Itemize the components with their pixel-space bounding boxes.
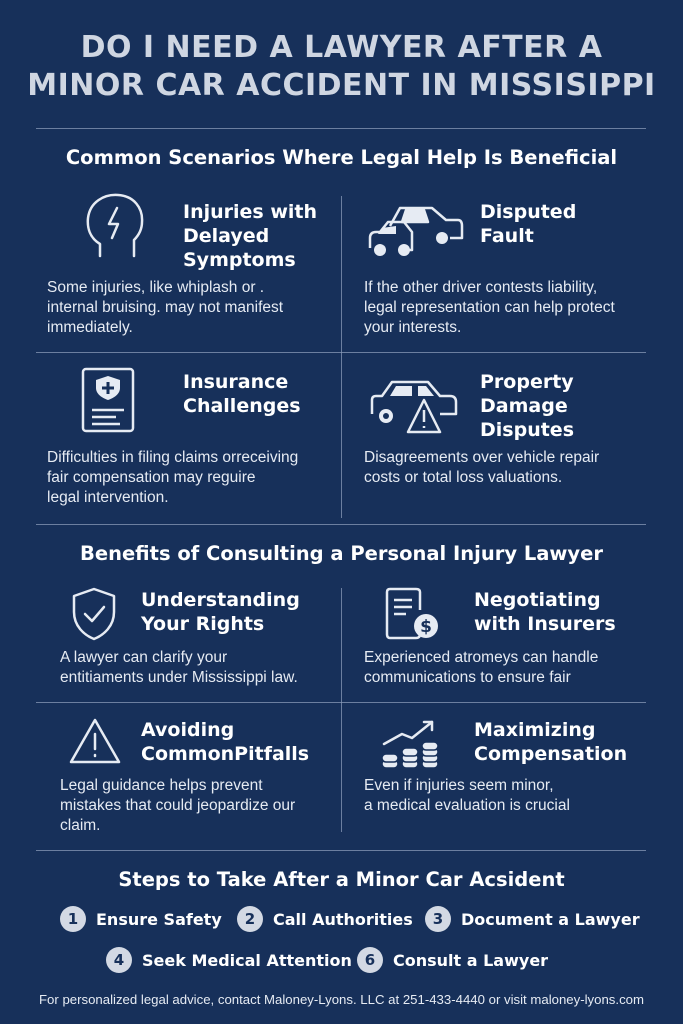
title-divider bbox=[36, 128, 646, 129]
benefits-heading: Benefits of Consulting a Personal Injury… bbox=[79, 542, 603, 565]
step-document: 3 Document a Lawyer bbox=[425, 906, 640, 932]
benefits-row-divider bbox=[36, 702, 646, 703]
step-consult-lawyer: 6 Consult a Lawyer bbox=[357, 947, 548, 973]
card-title-maximizing: Maximizing Compensation bbox=[474, 719, 628, 765]
step-number: 2 bbox=[237, 906, 263, 932]
step-label: Call Authorities bbox=[273, 909, 413, 929]
card-desc-negotiating: Experienced atromeys can handle communic… bbox=[364, 649, 599, 686]
benefits-vertical-divider bbox=[341, 588, 342, 832]
card-title-property-damage: Property Damage Disputes bbox=[480, 371, 574, 441]
insurance-document-icon bbox=[80, 366, 136, 434]
svg-text:$: $ bbox=[420, 617, 432, 637]
card-title-insurance: Insurance Challenges bbox=[183, 371, 301, 417]
footer-contact-text: For personalized legal advice, contact M… bbox=[39, 992, 644, 1007]
card-title-pitfalls: Avoiding CommonPitfalls bbox=[141, 719, 310, 765]
coins-growth-icon bbox=[380, 716, 444, 772]
card-desc-injuries: Some injuries, like whiplash or . intern… bbox=[47, 279, 284, 336]
step-label: Document a Lawyer bbox=[461, 909, 640, 929]
step-label: Consult a Lawyer bbox=[393, 950, 549, 970]
page-title-line-2: MINOR CAR ACCIDENT IN MISSISIPPI bbox=[27, 68, 656, 103]
shield-check-icon bbox=[70, 586, 118, 642]
step-label: Seek Medical Attention bbox=[142, 950, 352, 970]
card-desc-rights: A lawyer can clarify your entitiaments u… bbox=[60, 649, 298, 686]
card-desc-property-damage: Disagreements over vehicle repair costs … bbox=[364, 449, 600, 486]
card-desc-disputed-fault: If the other driver contests liability, … bbox=[364, 279, 615, 336]
card-desc-maximizing: Even if injuries seem minor, a medical e… bbox=[364, 777, 570, 814]
step-number: 4 bbox=[106, 947, 132, 973]
page-title-line-1: DO I NEED A LAWYER AFTER A bbox=[80, 30, 603, 65]
head-lightning-icon bbox=[82, 190, 148, 262]
scenarios-row-divider bbox=[36, 352, 646, 353]
scenarios-heading: Common Scenarios Where Legal Help Is Ben… bbox=[65, 146, 618, 169]
step-label: Ensure Safety bbox=[96, 909, 222, 929]
step-ensure-safety: 1 Ensure Safety bbox=[60, 906, 222, 932]
step-call-authorities: 2 Call Authorities bbox=[237, 906, 413, 932]
car-warning-icon bbox=[368, 374, 460, 436]
warning-triangle-icon bbox=[68, 716, 122, 766]
document-dollar-icon: $ bbox=[384, 586, 440, 642]
steps-heading: Steps to Take After a Minor Car Acsident bbox=[118, 868, 565, 891]
section-divider-2 bbox=[36, 850, 646, 851]
card-title-injuries: Injuries with Delayed Symptoms bbox=[183, 201, 318, 271]
card-desc-pitfalls: Legal guidance helps prevent mistakes th… bbox=[60, 777, 296, 834]
card-title-rights: Understanding Your Rights bbox=[141, 589, 300, 635]
card-desc-insurance: Difficulties in filing claims orreceivin… bbox=[47, 449, 299, 506]
step-number: 1 bbox=[60, 906, 86, 932]
step-seek-medical: 4 Seek Medical Attention bbox=[106, 947, 352, 973]
step-number: 6 bbox=[357, 947, 383, 973]
section-divider-1 bbox=[36, 524, 646, 525]
step-number: 3 bbox=[425, 906, 451, 932]
card-title-disputed-fault: Disputed Fault bbox=[480, 201, 577, 247]
car-collision-icon bbox=[366, 198, 466, 266]
scenarios-vertical-divider bbox=[341, 196, 342, 518]
card-title-negotiating: Negotiating with Insurers bbox=[474, 589, 616, 635]
